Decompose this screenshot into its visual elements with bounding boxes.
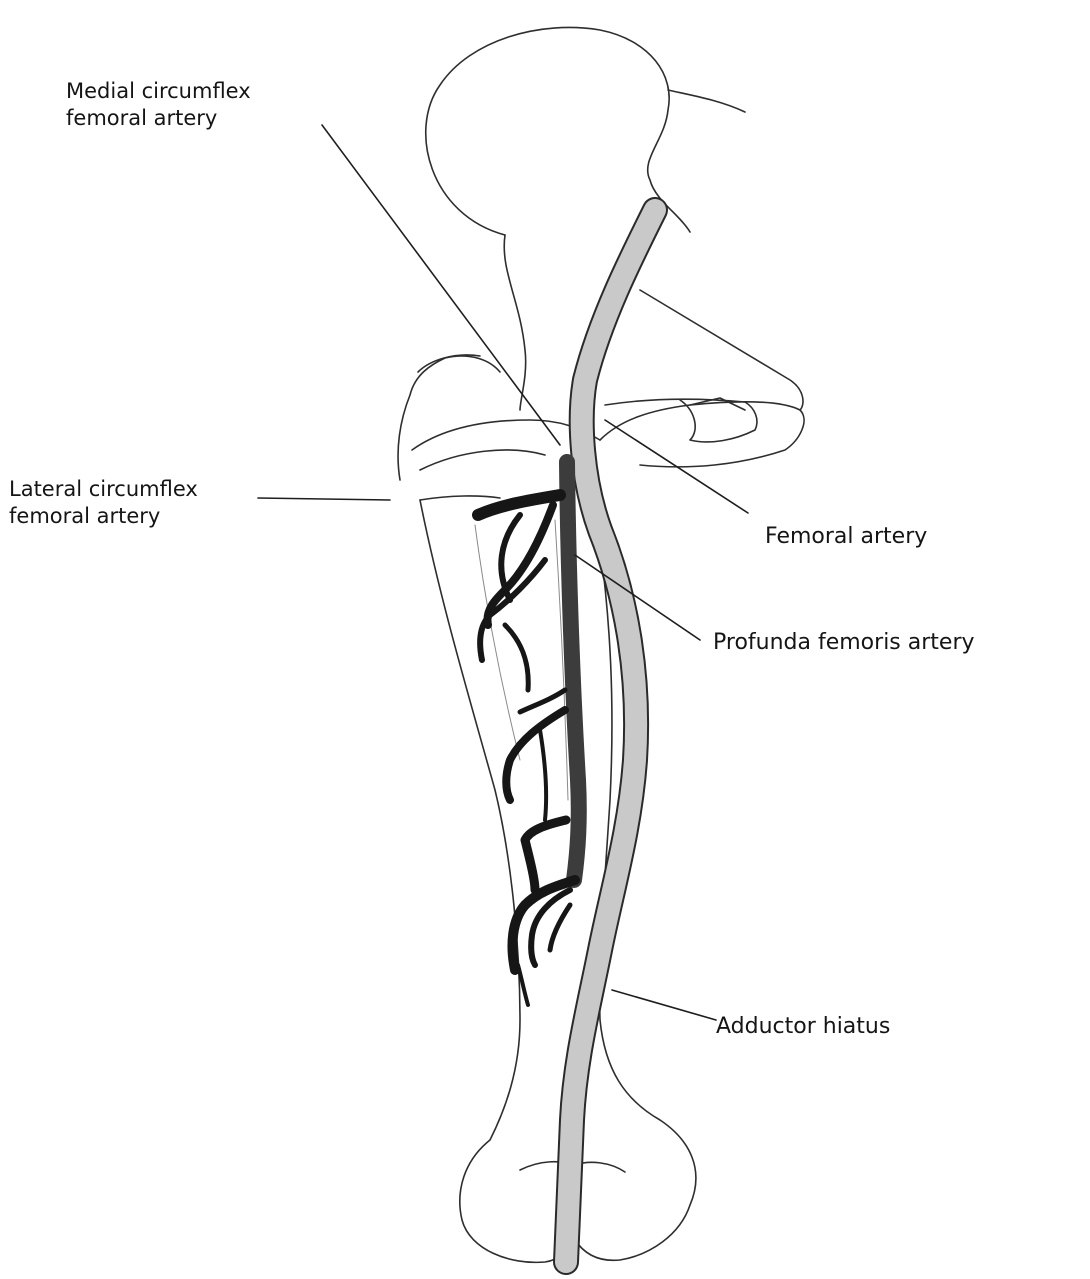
arterial-branches bbox=[478, 495, 575, 1005]
label-medial-line2: femoral artery bbox=[66, 105, 251, 132]
leader-femoral bbox=[605, 420, 748, 513]
label-lateral-line1: Lateral circumflex bbox=[9, 476, 198, 503]
label-femoral-artery: Femoral artery bbox=[765, 523, 927, 550]
leader-adductor bbox=[612, 990, 716, 1020]
label-profunda-femoris: Profunda femoris artery bbox=[713, 629, 975, 656]
label-lateral-line2: femoral artery bbox=[9, 503, 198, 530]
label-medial-circumflex: Medial circumflex femoral artery bbox=[66, 78, 251, 132]
label-adductor-hiatus: Adductor hiatus bbox=[716, 1013, 890, 1040]
label-lateral-circumflex: Lateral circumflex femoral artery bbox=[9, 476, 198, 530]
leader-medial bbox=[322, 125, 560, 445]
leader-lateral bbox=[258, 498, 390, 500]
label-medial-line1: Medial circumflex bbox=[66, 78, 251, 105]
